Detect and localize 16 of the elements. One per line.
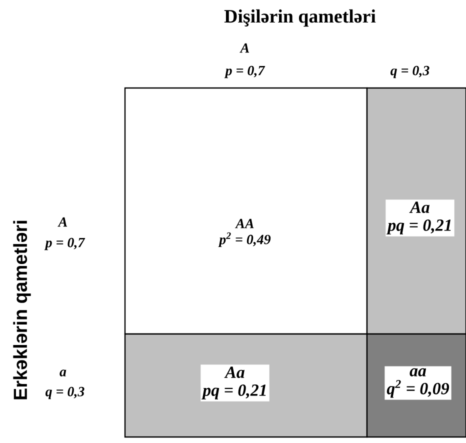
allele-label: A [240, 43, 250, 53]
allele-label: q = 0,3 [390, 66, 430, 78]
punnett-cell [124, 87, 368, 335]
genotype-label: AA p$^{2}$ = 0,49 [218, 218, 271, 248]
genotype-label: Aa pq = 0,21 [200, 364, 270, 402]
allele-label: q = 0,3 [46, 386, 84, 400]
allele-label: a [60, 370, 66, 376]
punnett-cell [124, 333, 368, 438]
punnett-cell [366, 333, 466, 438]
allele-label: p = 0,7 [44, 238, 86, 250]
heading: Dişilərin qametləri [224, 9, 376, 27]
genotype-label: Aa pq = 0,21 [386, 200, 454, 236]
axis-heading: Erkəklərin qametləri [13, 220, 31, 400]
punnett-cell [366, 87, 466, 335]
allele-label: A [58, 217, 68, 227]
genotype-label: aa q$^{2}$ = 0,09 [384, 366, 452, 400]
